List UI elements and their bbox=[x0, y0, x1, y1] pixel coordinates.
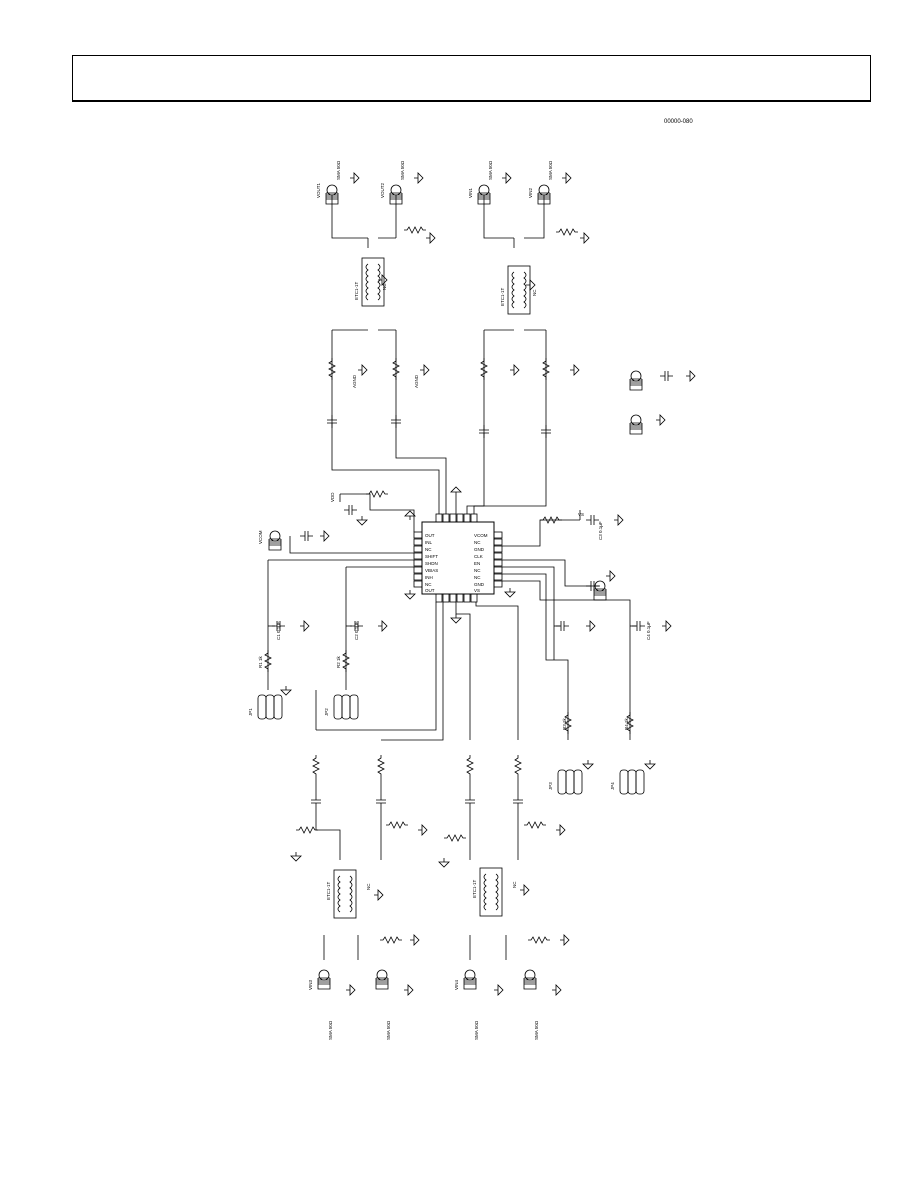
ic-pin-label: CLK bbox=[474, 554, 483, 559]
jp3-label: JP3 bbox=[548, 782, 553, 790]
ic-pin-label: VS bbox=[474, 588, 480, 593]
header-box bbox=[72, 55, 871, 102]
channel-bottom-right: SMA 50Ω SMA 50Ω ETC1-1T NC VIN4 bbox=[438, 754, 570, 1040]
nc-label: NC bbox=[366, 883, 371, 890]
ic-pin-label: OUT bbox=[425, 588, 435, 593]
vdd-label: VDD bbox=[330, 492, 335, 502]
nc-label: NC bbox=[382, 283, 387, 290]
connector-label: VIN3 bbox=[308, 979, 313, 990]
sma-label: SMA 50Ω bbox=[548, 160, 553, 180]
sma-label: SMA 50Ω bbox=[336, 160, 341, 180]
connector-label: VIN2 bbox=[528, 187, 533, 198]
sma-label: SMA 50Ω bbox=[474, 1020, 479, 1040]
nc-label: NC bbox=[532, 289, 537, 296]
connector-label: VOUT2 bbox=[380, 182, 385, 198]
vcom-label: VCOM bbox=[258, 530, 263, 544]
r4-label: R4 1k bbox=[624, 717, 629, 730]
connector-label: VIN1 bbox=[468, 187, 473, 198]
figure-id: 00000-080 bbox=[664, 119, 693, 125]
ic-pin-label: EN bbox=[474, 561, 480, 566]
r3-label: R3 1k bbox=[562, 717, 567, 730]
ic-pin-label: NC bbox=[474, 540, 481, 545]
ic-pin-label: VBIAS bbox=[425, 568, 438, 573]
nc-label: NC bbox=[512, 881, 517, 888]
c2-label: C2 0.1µF bbox=[354, 621, 359, 640]
jp2-label: JP2 bbox=[324, 708, 329, 716]
ic-pin-label: OUT bbox=[425, 533, 435, 538]
ic-u1: OUT INL NC SHIFT SHDN VBIAS INH NC OUT V… bbox=[413, 513, 503, 603]
transformer-label: ETC1-1T bbox=[500, 287, 505, 306]
sma-label: SMA 50Ω bbox=[400, 160, 405, 180]
channel-top-left: SMA 50Ω SMA 50Ω VOUT1 VOUT2 ETC1-1T NC A… bbox=[316, 160, 436, 429]
sma-label: SMA 50Ω bbox=[386, 1020, 391, 1040]
transformer-label: ETC1-1T bbox=[326, 881, 331, 900]
sma-label: SMA 50Ω bbox=[328, 1020, 333, 1040]
vs-label: VS bbox=[578, 512, 584, 517]
left-side: VCOM C1 0.1µF C2 0.1µF R1 1k R2 1k JP1 J… bbox=[248, 486, 462, 720]
right-side: VS C3 0.1µF C4 0.1µF R3 1k R4 1k JP3 JP4 bbox=[450, 370, 696, 795]
transformer-label: ETC1-1T bbox=[472, 879, 477, 898]
connector-label: VOUT1 bbox=[316, 182, 321, 198]
ic-pin-label: INL bbox=[425, 540, 433, 545]
gnd-label: AGND bbox=[352, 374, 357, 388]
ic-pin-label: VCOM bbox=[474, 533, 488, 538]
c3-label: C3 0.1µF bbox=[598, 521, 603, 540]
ic-pin-label: NC bbox=[474, 575, 481, 580]
jp4-label: JP4 bbox=[610, 782, 615, 790]
ic-pin-label: INH bbox=[425, 575, 433, 580]
jp1-label: JP1 bbox=[248, 708, 253, 716]
channel-top-right: SMA 50Ω SMA 50Ω VIN1 VIN2 ETC1-1T NC bbox=[468, 160, 590, 439]
sma-label: SMA 50Ω bbox=[534, 1020, 539, 1040]
r2-label: R2 1k bbox=[336, 655, 341, 668]
ic-pin-label: GND bbox=[474, 547, 485, 552]
c1-label: C1 0.1µF bbox=[276, 621, 281, 640]
ic-pin-label: NC bbox=[425, 547, 432, 552]
transformer-label: ETC1-1T bbox=[354, 281, 359, 300]
c4-label: C4 0.1µF bbox=[646, 621, 651, 640]
ic-pin-label: NC bbox=[474, 568, 481, 573]
ic-pin-label: SHDN bbox=[425, 561, 438, 566]
gnd-label: AGND bbox=[414, 374, 419, 388]
sma-label: SMA 50Ω bbox=[488, 160, 493, 180]
ic-pin-label: SHIFT bbox=[425, 554, 438, 559]
r1-label: R1 1k bbox=[258, 655, 263, 668]
ic-pin-label: NC bbox=[425, 582, 432, 587]
connector-label: VIN4 bbox=[454, 979, 459, 990]
ic-pin-label: GND bbox=[474, 582, 485, 587]
channel-bottom-left: SMA 50Ω SMA 50Ω ETC1-1T NC VIN3 bbox=[290, 754, 428, 1040]
